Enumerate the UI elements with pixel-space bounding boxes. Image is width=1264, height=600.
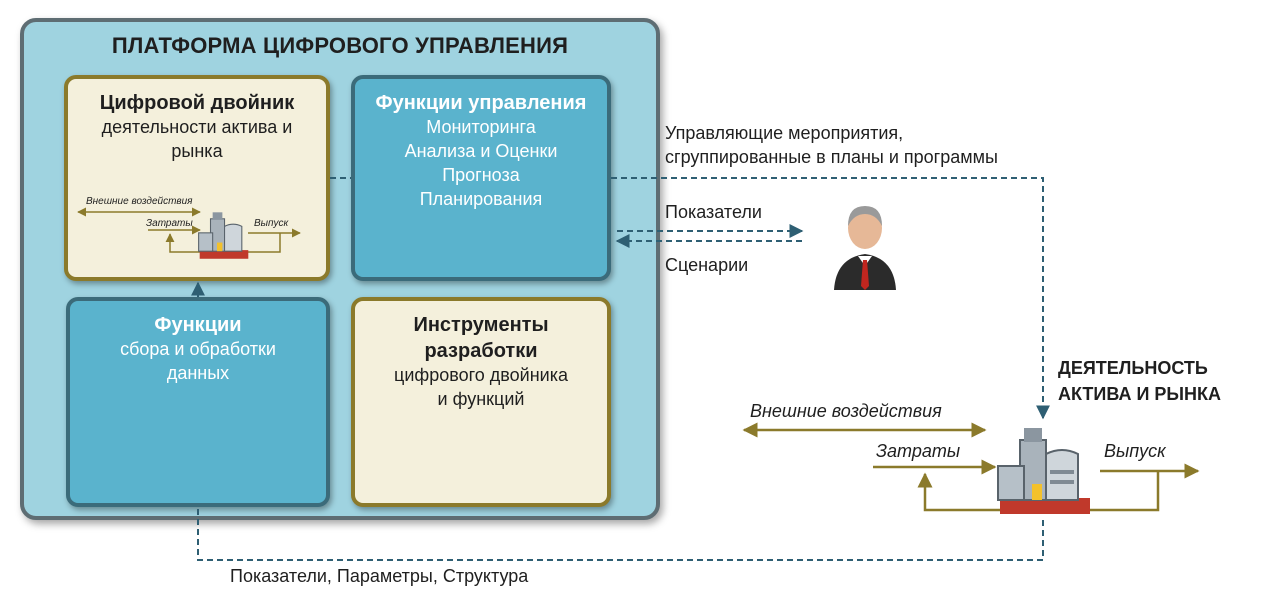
asset-costs-label: Затраты <box>876 441 961 461</box>
card-digital-twin-title: Цифровой двойник <box>99 92 295 114</box>
indicators-label: Показатели <box>665 202 762 222</box>
card-digital-twin-line-2: рынка <box>171 141 223 161</box>
card-data-collection: Функции сбора и обработки данных <box>66 297 330 507</box>
mini-costs-label: Затраты <box>146 218 193 229</box>
platform-title: ПЛАТФОРМА ЦИФРОВОГО УПРАВЛЕНИЯ <box>111 33 569 58</box>
bottom-feedback-label: Показатели, Параметры, Структура <box>230 566 529 586</box>
mini-output-label: Выпуск <box>254 218 289 229</box>
card-management-title: Функции управления <box>375 92 587 114</box>
card-tools-line-2: и функций <box>437 389 525 409</box>
card-tools-title-2: разработки <box>424 340 538 362</box>
card-data-collection-title: Функции <box>154 314 242 336</box>
mini-external-label: Внешние воздействия <box>86 196 193 207</box>
actions-label-line-2: сгруппированные в планы и программы <box>665 147 998 167</box>
factory-icon <box>198 212 249 259</box>
card-development-tools: Инструменты разработки цифрового двойник… <box>351 297 611 507</box>
activity-title-line-1: ДЕЯТЕЛЬНОСТЬ <box>1058 358 1208 378</box>
card-tools-title-1: Инструменты <box>413 314 549 336</box>
asset-external-label: Внешние воздействия <box>750 401 942 421</box>
card-data-collection-line-2: данных <box>166 363 230 383</box>
card-management-line-4: Планирования <box>419 189 543 209</box>
card-management-line-2: Анализа и Оценки <box>404 141 558 161</box>
activity-title-line-2: АКТИВА И РЫНКА <box>1058 384 1222 404</box>
card-management-line-3: Прогноза <box>442 165 520 185</box>
person-icon <box>834 206 896 290</box>
card-digital-twin-line-1: деятельности актива и <box>101 117 293 137</box>
card-management-functions: Функции управления Мониторинга Анализа и… <box>351 75 611 281</box>
card-data-collection-line-1: сбора и обработки <box>120 339 276 359</box>
card-tools-line-1: цифрового двойника <box>394 365 568 385</box>
scenarios-label: Сценарии <box>665 255 749 275</box>
card-management-line-1: Мониторинга <box>426 117 536 137</box>
asset-output-label: Выпуск <box>1104 441 1166 461</box>
factory-icon <box>997 428 1090 514</box>
actions-label-line-1: Управляющие мероприятия, <box>665 123 904 143</box>
